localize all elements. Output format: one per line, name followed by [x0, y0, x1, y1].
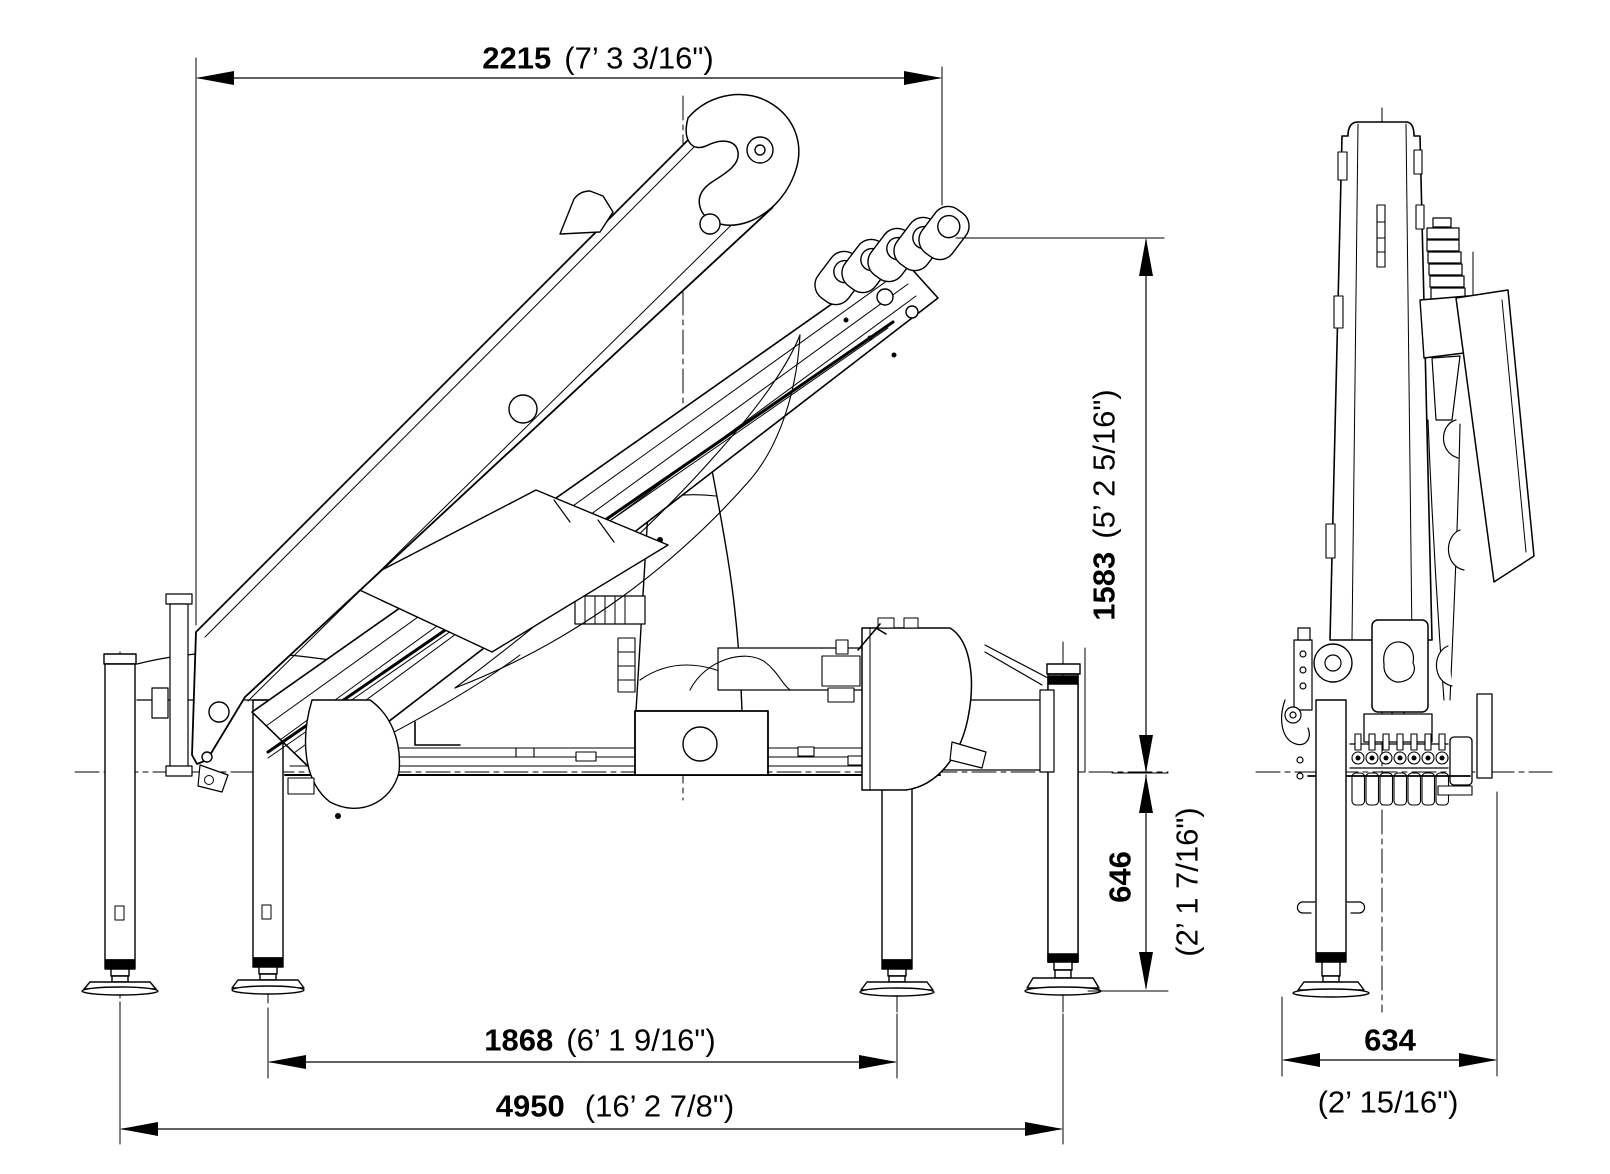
dim-mount-height [1087, 774, 1169, 992]
top-width-imperial: (7’ 3 3/16") [564, 40, 714, 76]
inner-span-imperial: (6’ 1 9/16") [566, 1022, 716, 1058]
main-boom [191, 102, 796, 793]
side-view [81, 93, 1102, 997]
boom-height-value: 1583 [1086, 551, 1122, 621]
valve-block [821, 623, 887, 703]
rear-motor [1281, 627, 1353, 780]
mount-height-value: 646 [1102, 851, 1138, 903]
mount-height-imperial: (2’ 1 7/16") [1169, 807, 1205, 957]
rear-center-plate [1371, 619, 1429, 719]
boom-tip-lugs [814, 205, 970, 358]
oil-tank [821, 617, 987, 791]
rear-valve-bank [1307, 693, 1493, 806]
crane-base [634, 710, 769, 776]
mount-height-imperial-label: (2’ 1 7/16") [1169, 807, 1205, 957]
dim-inner-span [267, 1007, 898, 1079]
rear-width-imperial-label: (2’ 15/16") [1318, 1087, 1459, 1118]
valve-spools [1351, 733, 1450, 806]
dim-outer-span [119, 1001, 1064, 1145]
dim-boom-height [955, 237, 1169, 774]
rear-width-value-label: 634 [1364, 1025, 1416, 1056]
inner-span-label: 1868 (6’ 1 9/16") [484, 1025, 715, 1056]
outrigger-leg-inner-left [231, 699, 305, 995]
mount-height-value-label: 646 [1102, 851, 1138, 903]
outer-span-imperial: (16’ 2 7/8") [584, 1088, 735, 1124]
dimension-graphics [119, 57, 1498, 1145]
dim-rear-width [1281, 791, 1498, 1077]
dim-top-width [195, 57, 943, 626]
boom-height-label: 1583 (5’ 2 5/16") [1086, 389, 1122, 621]
rear-view [1281, 121, 1535, 998]
inner-span-value: 1868 [484, 1022, 554, 1058]
rear-width-value: 634 [1364, 1022, 1416, 1058]
boom-top-lug [559, 190, 614, 235]
outrigger-leg-outer-right [1024, 663, 1102, 996]
outer-span-value: 4950 [495, 1088, 565, 1124]
outrigger-leg-inner-right [859, 774, 935, 997]
top-width-label: 2215 (7’ 3 3/16") [482, 43, 713, 74]
rear-outrigger-leg [1292, 699, 1370, 998]
stabilizer-shelf-plate [350, 489, 669, 653]
right-beam-diagonal [984, 644, 1049, 686]
boom-head [685, 93, 800, 235]
boom-height-imperial: (5’ 2 5/16") [1086, 389, 1122, 539]
top-width-value: 2215 [482, 40, 552, 76]
hanging-guard-plate [287, 699, 401, 819]
rear-column [1325, 121, 1433, 641]
outer-span-label: 4950 (16’ 2 7/8") [496, 1091, 734, 1122]
rear-width-imperial: (2’ 15/16") [1317, 1084, 1459, 1120]
outrigger-leg-outer-left [81, 653, 159, 996]
rear-boom-panel [1427, 289, 1535, 701]
